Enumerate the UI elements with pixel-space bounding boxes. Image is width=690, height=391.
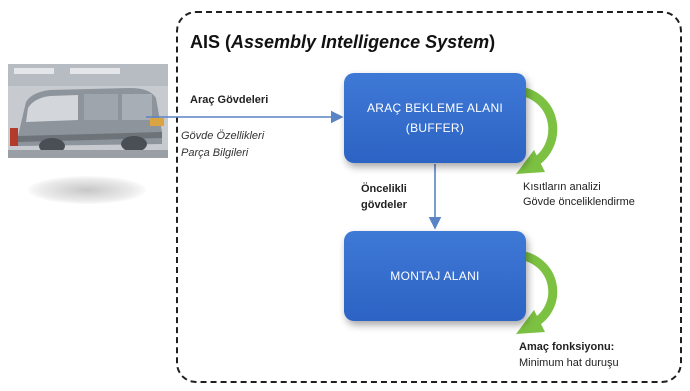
body-features-label: Gövde Özellikleri (181, 130, 265, 142)
assembly-title: MONTAJ ALANI (390, 268, 480, 283)
system-boundary (176, 11, 682, 383)
system-title-suffix: ) (489, 32, 496, 52)
vehicle-bodies-label: Araç Gövdeleri (190, 94, 269, 106)
priority-label-line1: Öncelikli (361, 183, 407, 195)
buffer-loop-label-1: Kısıtların analizi (523, 181, 601, 193)
system-title-italic: Assembly Intelligence System (231, 32, 490, 52)
assembly-area-box: MONTAJ ALANI (344, 231, 526, 321)
vehicle-body-illustration (8, 64, 168, 158)
part-info-label: Parça Bilgileri (181, 147, 249, 159)
system-title: AIS (Assembly Intelligence System) (190, 32, 495, 53)
buffer-title-line1: ARAÇ BEKLEME ALANI (366, 100, 504, 115)
system-title-prefix: AIS ( (190, 32, 232, 52)
buffer-loop-label-2: Gövde önceliklendirme (523, 196, 635, 208)
priority-label-line2: gövdeler (361, 199, 407, 211)
photo-shadow (28, 176, 146, 204)
objective-value: Minimum hat duruşu (519, 357, 619, 369)
vehicle-body-photo (0, 58, 180, 208)
buffer-area-box: ARAÇ BEKLEME ALANI (BUFFER) (344, 73, 526, 163)
buffer-title-line2: (BUFFER) (405, 121, 465, 135)
objective-label: Amaç fonksiyonu: (519, 341, 615, 353)
